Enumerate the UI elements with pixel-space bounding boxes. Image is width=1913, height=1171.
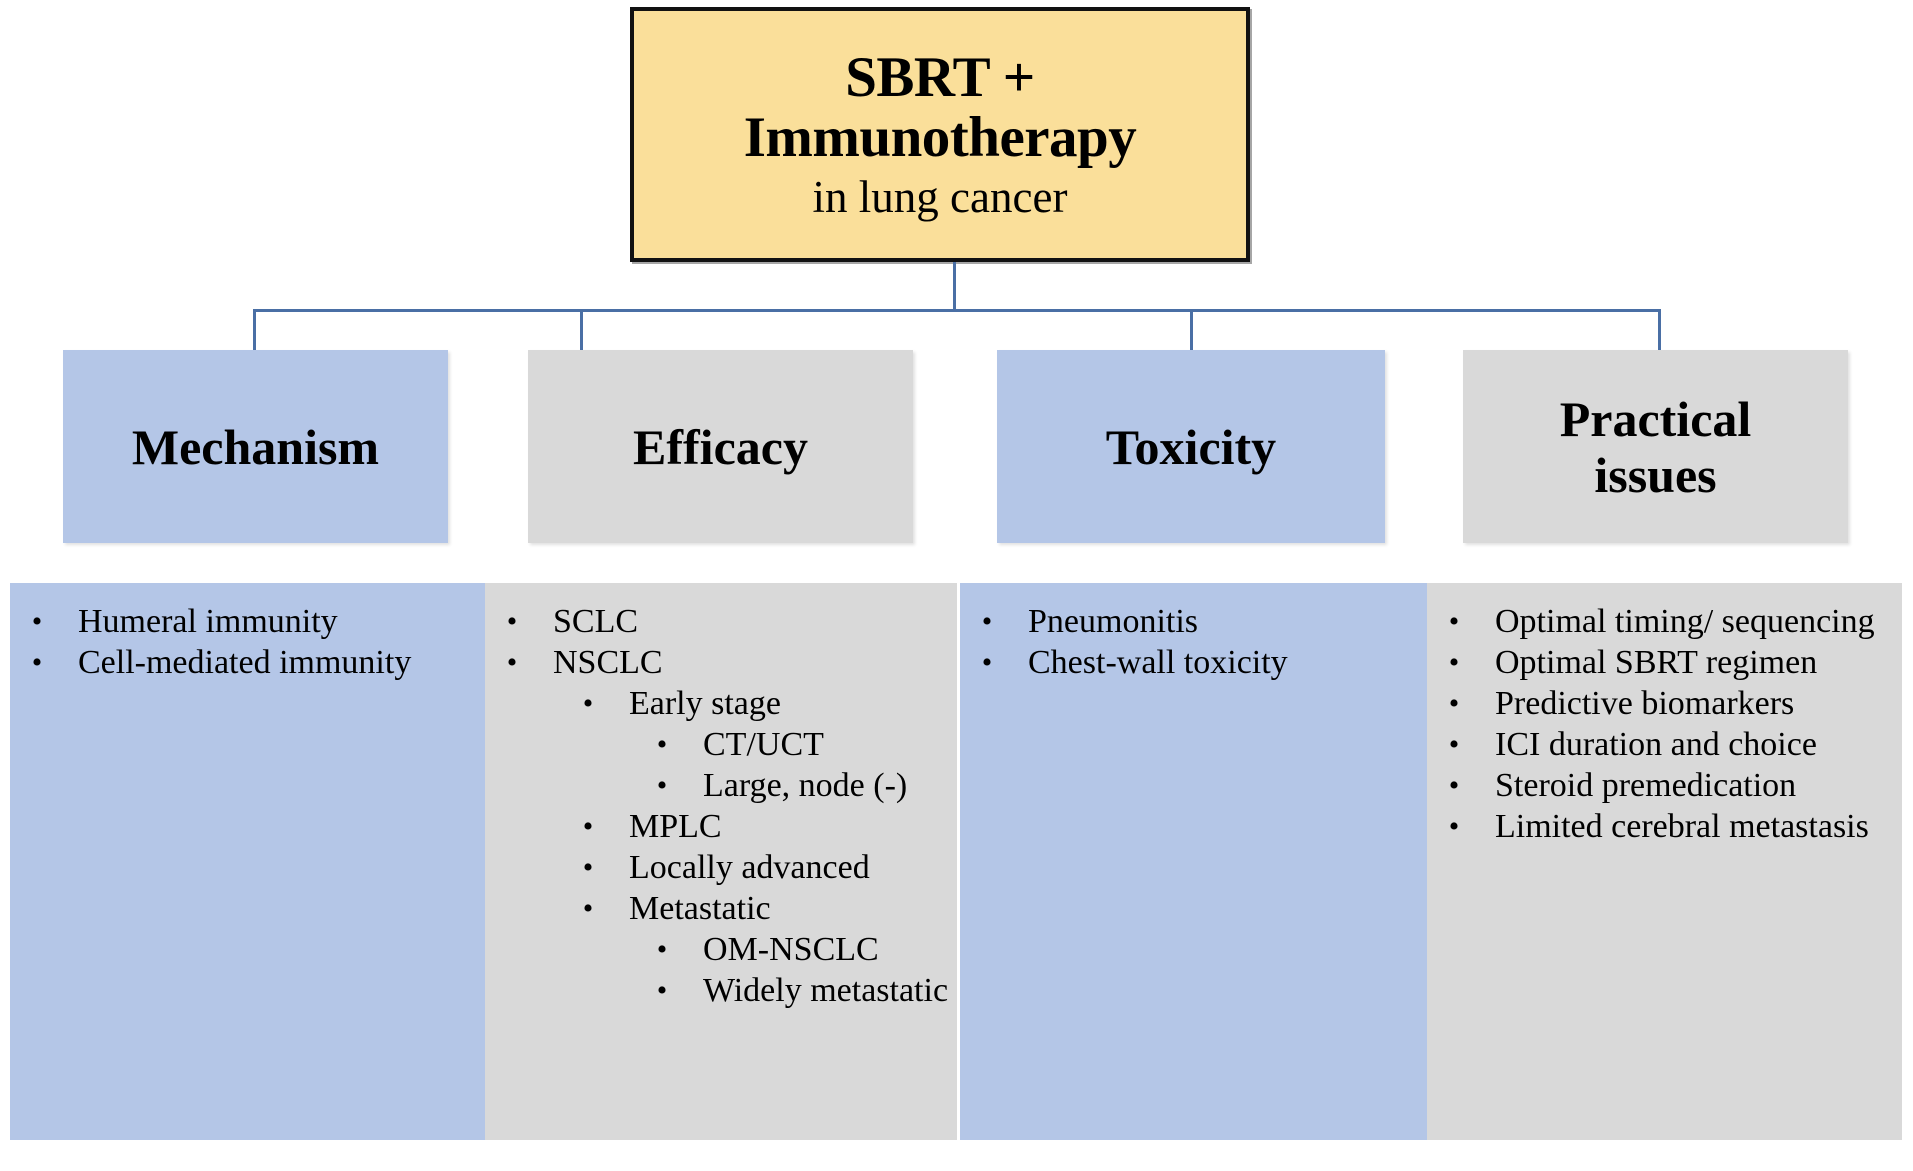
connector-horizontal-bar (253, 309, 1661, 312)
list-item-label: Limited cerebral metastasis (1495, 808, 1869, 845)
list-item: • Optimal SBRT regimen (1447, 642, 1896, 683)
list-item-label: MPLC (629, 808, 722, 845)
root-node-title-line2: Immunotherapy (743, 105, 1137, 169)
list-item: • Steroid premedication (1447, 765, 1896, 806)
list-item: • ICI duration and choice (1447, 724, 1896, 765)
list-item-label: Locally advanced (629, 849, 870, 886)
branch-panel-efficacy: • SCLC • NSCLC • Early stage • CT/UCT • Large, no… (485, 583, 957, 1140)
bullet-dot-icon: • (1448, 687, 1460, 720)
bullet-dot-icon: • (582, 892, 594, 925)
connector-drop-mechanism (253, 309, 256, 352)
list-item: • Large, node (-) (655, 765, 951, 806)
list-item: • CT/UCT (655, 724, 951, 765)
list-item: • Early stage (581, 683, 951, 724)
list-item: • Humeral immunity (30, 601, 479, 642)
bullet-dot-icon: • (582, 810, 594, 843)
list-item-label: Early stage (629, 685, 781, 722)
list-item: • Cell-mediated immunity (30, 642, 479, 683)
list-item-label: Cell-mediated immunity (78, 644, 412, 681)
bullet-dot-icon: • (981, 646, 993, 679)
connector-drop-efficacy (580, 309, 583, 352)
bullet-dot-icon: • (1448, 810, 1460, 843)
list-item: • SCLC (505, 601, 951, 642)
list-item-label: Widely metastatic (703, 972, 949, 1009)
branch-header-label-mechanism: Mechanism (131, 418, 380, 475)
branch-header-label-practical-issues-line2: issues (1594, 446, 1717, 503)
bullet-list-toxicity: • Pneumonitis • Chest-wall toxicity (966, 601, 1421, 683)
bullet-dot-icon: • (506, 605, 518, 638)
list-item: • Pneumonitis (980, 601, 1421, 642)
branch-header-toxicity: Toxicity (997, 350, 1385, 543)
branch-header-mechanism: Mechanism (63, 350, 448, 543)
bullet-dot-icon: • (582, 851, 594, 884)
list-item: • Locally advanced (581, 847, 951, 888)
list-item-label: OM-NSCLC (703, 931, 879, 968)
connector-drop-practical-issues (1658, 309, 1661, 352)
list-item-label: Metastatic (629, 890, 771, 927)
branch-panel-mechanism: • Humeral immunity • Cell-mediated immunity (10, 583, 485, 1140)
list-item: • Optimal timing/ sequencing (1447, 601, 1896, 642)
bullet-dot-icon: • (656, 728, 668, 761)
bullet-dot-icon: • (1448, 728, 1460, 761)
bullet-dot-icon: • (582, 687, 594, 720)
bullet-dot-icon: • (1448, 605, 1460, 638)
branch-header-practical-issues: Practical issues (1463, 350, 1848, 543)
bullet-dot-icon: • (656, 974, 668, 1007)
bullet-dot-icon: • (656, 933, 668, 966)
branch-panel-practical-issues: • Optimal timing/ sequencing • Optimal SBRT… (1427, 583, 1902, 1140)
connector-stem-vertical (953, 262, 956, 312)
root-node-title-line1: SBRT + (845, 45, 1035, 109)
list-item-label: Optimal SBRT regimen (1495, 644, 1818, 681)
bullet-dot-icon: • (31, 646, 43, 679)
root-node-sbrt-immunotherapy: SBRT + Immunotherapy in lung cancer (630, 7, 1250, 262)
list-item-label: Humeral immunity (78, 603, 338, 640)
list-item-label: Steroid premedication (1495, 767, 1797, 804)
bullet-list-practical-issues: • Optimal timing/ sequencing • Optimal SBRT… (1433, 601, 1896, 847)
branch-header-efficacy: Efficacy (528, 350, 913, 543)
connector-drop-toxicity (1190, 309, 1193, 352)
bullet-dot-icon: • (1448, 646, 1460, 679)
list-item: • MPLC (581, 806, 951, 847)
list-item-label: Chest-wall toxicity (1028, 644, 1288, 681)
list-item: • Metastatic (581, 888, 951, 929)
list-item: • OM-NSCLC (655, 929, 951, 970)
list-item: • Predictive biomarkers (1447, 683, 1896, 724)
list-item: • Widely metastatic (655, 970, 951, 1011)
list-item-label: CT/UCT (703, 726, 824, 763)
list-item: • NSCLC (505, 642, 951, 683)
list-item-label: SCLC (553, 603, 639, 640)
list-item: • Chest-wall toxicity (980, 642, 1421, 683)
branch-header-label-toxicity: Toxicity (1105, 418, 1277, 475)
bullet-dot-icon: • (31, 605, 43, 638)
list-item-label: ICI duration and choice (1495, 726, 1817, 763)
list-item-label: Large, node (-) (703, 767, 908, 804)
list-item-label: Predictive biomarkers (1495, 685, 1795, 722)
bullet-dot-icon: • (1448, 769, 1460, 802)
root-node-subtitle: in lung cancer (812, 171, 1068, 222)
bullet-list-efficacy: • SCLC • NSCLC • Early stage • CT/UCT • Large, no… (491, 601, 951, 1011)
list-item-label: Pneumonitis (1028, 603, 1199, 640)
bullet-list-mechanism: • Humeral immunity • Cell-mediated immunity (16, 601, 479, 683)
bullet-dot-icon: • (506, 646, 518, 679)
branch-header-label-efficacy: Efficacy (633, 418, 808, 475)
bullet-dot-icon: • (981, 605, 993, 638)
branch-header-label-practical-issues: Practical issues (1560, 391, 1752, 503)
bullet-dot-icon: • (656, 769, 668, 802)
branch-header-label-practical-issues-line1: Practical (1559, 390, 1752, 447)
list-item: • Limited cerebral metastasis (1447, 806, 1896, 847)
branch-panel-toxicity: • Pneumonitis • Chest-wall toxicity (960, 583, 1427, 1140)
list-item-label: Optimal timing/ sequencing (1495, 603, 1875, 640)
list-item-label: NSCLC (553, 644, 663, 681)
